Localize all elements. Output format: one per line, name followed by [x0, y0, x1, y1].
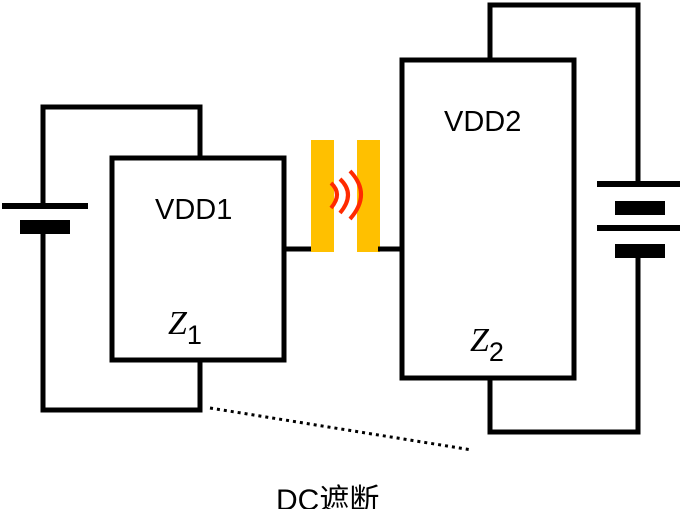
z2-label: Z2: [470, 322, 504, 368]
capacitor-coupler-icon: [311, 140, 380, 252]
left-top-wire: [40, 104, 203, 206]
wireless-wave-icon: [329, 169, 363, 221]
right-top-wire: [487, 2, 641, 184]
right-battery-icon: [597, 181, 680, 258]
z1-letter: Z: [168, 305, 187, 342]
dc-block-dotted-line: [209, 406, 473, 452]
vdd1-label: VDD1: [155, 194, 233, 226]
vdd2-label: VDD2: [444, 106, 522, 138]
right-bottom-wire: [487, 249, 641, 435]
z2-letter: Z: [470, 322, 489, 359]
block-z1: [109, 155, 287, 363]
left-circuit: [40, 104, 313, 413]
left-battery-icon: [2, 203, 88, 234]
right-circuit: [378, 2, 641, 435]
z1-subscript: 1: [186, 320, 202, 350]
z2-subscript: 2: [488, 337, 504, 367]
dc-block-label: DC遮断: [276, 484, 380, 509]
left-bottom-wire: [40, 226, 203, 413]
z1-label: Z1: [168, 305, 202, 351]
